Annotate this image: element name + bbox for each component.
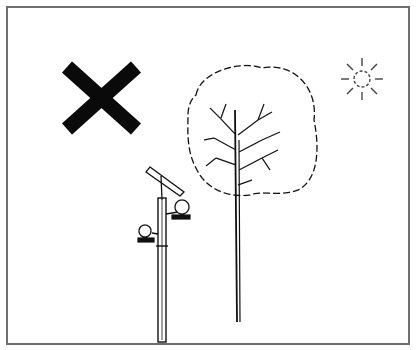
tree-trunk [235, 110, 237, 322]
frame-border [7, 7, 409, 344]
sun-icon [341, 58, 383, 100]
street-lamp-icon [138, 167, 190, 342]
lamp-top-arm [146, 167, 184, 196]
tree-icon [188, 66, 317, 322]
tree-crown [188, 66, 317, 196]
cross-icon [67, 67, 136, 129]
lamp-head-right [166, 200, 190, 219]
tree-branches [204, 104, 280, 185]
lamp-head-left [138, 225, 158, 242]
